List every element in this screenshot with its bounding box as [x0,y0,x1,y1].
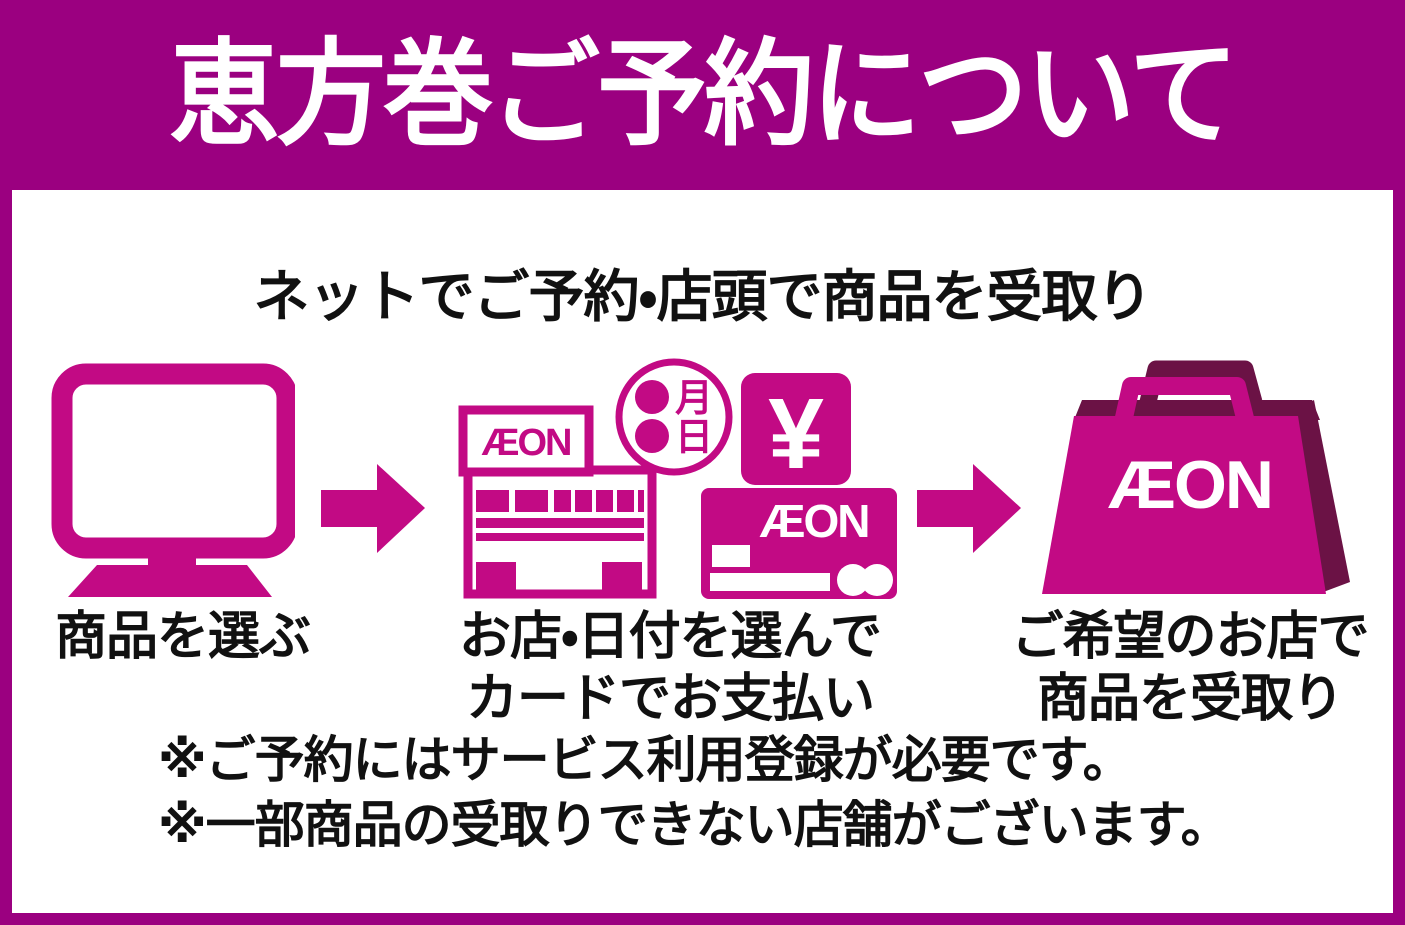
step-label-pickup-at-store: ご希望のお店で 商品を受取り [985,606,1395,730]
flow-heading: ネットでご予約・店頭で商品を受取り [253,265,1152,328]
title-banner: 恵方巻ご予約について [0,0,1405,190]
calendar-date-badge-icon: 月 日 [615,358,733,476]
step-label-line: ご希望のお店で [1011,608,1369,666]
page-title: 恵方巻ご予約について [169,29,1239,160]
step-label-line: カードでお支払い [465,670,875,728]
yen-symbol-text: ¥ [768,378,824,485]
calendar-month-text: 月 [675,378,713,420]
footnote-registration-required: ※ご予約にはサービス利用登録が必要です。 [158,732,1133,788]
step-label-line: 商品を受取り [1036,670,1344,728]
aeon-shopping-bag-icon: ÆON [1042,360,1350,594]
calendar-day-text: 日 [675,417,713,459]
step-label-line: お店・日付を選んで [458,608,882,666]
footnotes: ※ご予約にはサービス利用登録が必要です。 ※一部商品の受取りできない店舗がござい… [158,728,1231,858]
computer-monitor-icon [51,363,295,597]
yen-payment-icon: ¥ [741,373,851,485]
card-logo-text: ÆON [760,495,869,547]
aeon-store-icon: ÆON [458,405,657,599]
step-label-choose-store-date-pay: お店・日付を選んで カードでお支払い [420,606,920,730]
aeon-card-icon: ÆON [701,488,897,599]
bag-logo-text: ÆON [1108,447,1272,523]
right-arrow-icon [321,464,425,553]
step-label-line: 商品を選ぶ [55,608,311,666]
step-label-choose-product: 商品を選ぶ [55,606,311,668]
store-logo-text: ÆON [482,422,571,464]
right-arrow-icon [917,464,1021,553]
footnote-store-availability: ※一部商品の受取りできない店舗がございます。 [158,797,1231,853]
